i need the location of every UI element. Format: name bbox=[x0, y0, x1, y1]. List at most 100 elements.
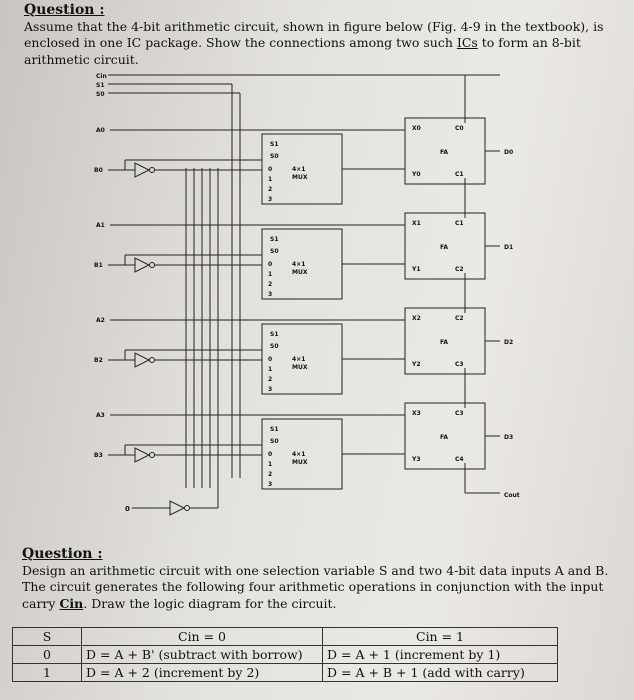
fa-x-label: X0 bbox=[412, 125, 421, 132]
fa-x-label: X3 bbox=[412, 410, 421, 417]
mux-select-label: S1 bbox=[270, 236, 279, 243]
mux-label: 4×1 bbox=[292, 451, 305, 458]
mux-input-label: 2 bbox=[268, 186, 272, 193]
mux-input-label: 0 bbox=[268, 166, 272, 173]
mux-input-label: 3 bbox=[268, 386, 272, 393]
buffer-gate-icon bbox=[134, 257, 151, 273]
table-header-cell: Cin = 1 bbox=[322, 627, 558, 646]
b-input-label: B3 bbox=[94, 452, 103, 459]
a-input-label: A0 bbox=[96, 127, 105, 134]
question-2-text-end: . Draw the logic diagram for the circuit… bbox=[83, 595, 337, 611]
fa-y-label: Y0 bbox=[411, 171, 421, 178]
output-label: D2 bbox=[504, 339, 513, 346]
fa-x-label: X1 bbox=[412, 220, 421, 227]
table-cell: D = A + 2 (increment by 2) bbox=[81, 663, 323, 682]
inverter-bubble-icon bbox=[149, 452, 155, 458]
question-1-ics: ICs bbox=[456, 35, 478, 50]
a-input-label: A1 bbox=[96, 222, 105, 229]
carry-out-label: Cout bbox=[504, 492, 520, 499]
question-1-text-end: to form an 8-bit arithmetic circuit. bbox=[24, 35, 581, 67]
b-input-label: B2 bbox=[94, 357, 103, 364]
mux-select-label: S0 bbox=[270, 248, 279, 255]
mux-input-label: 1 bbox=[268, 366, 272, 373]
mux-input-label: 1 bbox=[268, 176, 272, 183]
mux-input-label: 3 bbox=[268, 291, 272, 298]
mux-label: 4×1 bbox=[292, 261, 305, 268]
mux-label: MUX bbox=[292, 459, 308, 466]
a-input-label: A2 bbox=[96, 317, 105, 324]
buffer-gate-icon bbox=[169, 500, 186, 516]
mux-label: MUX bbox=[292, 269, 308, 276]
mux-input-label: 0 bbox=[268, 451, 272, 458]
question-2-cin: Cin bbox=[59, 595, 84, 611]
inverter-bubble-icon bbox=[149, 262, 155, 268]
mux-label: MUX bbox=[292, 174, 308, 181]
table-cell: D = A + 1 (increment by 1) bbox=[322, 645, 558, 664]
fa-carry-in-label: C0 bbox=[455, 125, 464, 132]
fa-label: FA bbox=[440, 434, 448, 441]
inverter-bubble-icon bbox=[149, 357, 155, 363]
table-row: 0 D = A + B' (subtract with borrow) D = … bbox=[12, 645, 558, 664]
question-1: Question : Assume that the 4-bit arithme… bbox=[24, 2, 624, 68]
output-label: D1 bbox=[504, 244, 513, 251]
mux-input-label: 1 bbox=[268, 461, 272, 468]
top-input-label: S0 bbox=[96, 91, 105, 98]
table-cell: 0 bbox=[12, 645, 82, 664]
fa-label: FA bbox=[440, 149, 448, 156]
fa-carry-out-label: C4 bbox=[455, 456, 464, 463]
mux-select-label: S1 bbox=[270, 331, 279, 338]
top-input-label: Cin bbox=[96, 73, 107, 80]
question-2-title: Question : bbox=[22, 546, 103, 562]
table-cell: D = A + B' (subtract with borrow) bbox=[81, 645, 323, 664]
mux-select-label: S1 bbox=[270, 426, 279, 433]
table-cell: D = A + B + 1 (add with carry) bbox=[322, 663, 558, 682]
question-1-text: Assume that the 4-bit arithmetic circuit… bbox=[24, 18, 604, 51]
output-label: D0 bbox=[504, 149, 513, 156]
fa-carry-in-label: C1 bbox=[455, 220, 464, 227]
mux-input-label: 2 bbox=[268, 471, 272, 478]
mux-select-label: S1 bbox=[270, 141, 279, 148]
table-header-cell: S bbox=[12, 627, 82, 646]
fa-x-label: X2 bbox=[412, 315, 421, 322]
mux-input-label: 3 bbox=[268, 481, 272, 488]
fa-carry-out-label: C3 bbox=[455, 361, 464, 368]
mux-input-label: 2 bbox=[268, 281, 272, 288]
mux-select-label: S0 bbox=[270, 153, 279, 160]
buffer-gate-icon bbox=[134, 447, 151, 463]
a-input-label: A3 bbox=[96, 412, 105, 419]
buffer-gate-icon bbox=[134, 162, 151, 178]
b-input-label: B1 bbox=[94, 262, 103, 269]
mux-input-label: 1 bbox=[268, 271, 272, 278]
fa-y-label: Y2 bbox=[411, 361, 421, 368]
table-row: 1 D = A + 2 (increment by 2) D = A + B +… bbox=[12, 663, 558, 682]
fa-y-label: Y1 bbox=[411, 266, 421, 273]
mux-select-label: S0 bbox=[270, 438, 279, 445]
inverter-bubble-icon bbox=[149, 167, 155, 173]
buffer-gate-icon bbox=[134, 352, 151, 368]
mux-input-label: 3 bbox=[268, 196, 272, 203]
question-2-text: Design an arithmetic circuit with one se… bbox=[22, 562, 609, 611]
table-header-cell: Cin = 0 bbox=[81, 627, 323, 646]
table-header-row: S Cin = 0 Cin = 1 bbox=[12, 627, 558, 646]
mux-input-label: 0 bbox=[268, 356, 272, 363]
fa-carry-out-label: C2 bbox=[455, 266, 464, 273]
mux-input-label: 0 bbox=[268, 261, 272, 268]
fa-label: FA bbox=[440, 244, 448, 251]
b-input-label: B0 bbox=[94, 167, 103, 174]
mux-label: 4×1 bbox=[292, 356, 305, 363]
mux-input-label: 2 bbox=[268, 376, 272, 383]
top-input-label: S1 bbox=[96, 82, 105, 89]
fa-y-label: Y3 bbox=[411, 456, 421, 463]
fa-carry-in-label: C3 bbox=[455, 410, 464, 417]
fa-carry-in-label: C2 bbox=[455, 315, 464, 322]
inverter-bubble-icon bbox=[184, 505, 190, 511]
mux-label: MUX bbox=[292, 364, 308, 371]
question-2: Question : Design an arithmetic circuit … bbox=[22, 546, 622, 612]
mux-select-label: S0 bbox=[270, 343, 279, 350]
operations-table: S Cin = 0 Cin = 1 0 D = A + B' (subtract… bbox=[12, 627, 558, 682]
question-1-title: Question : bbox=[24, 2, 105, 18]
fa-label: FA bbox=[440, 339, 448, 346]
mux-label: 4×1 bbox=[292, 166, 305, 173]
